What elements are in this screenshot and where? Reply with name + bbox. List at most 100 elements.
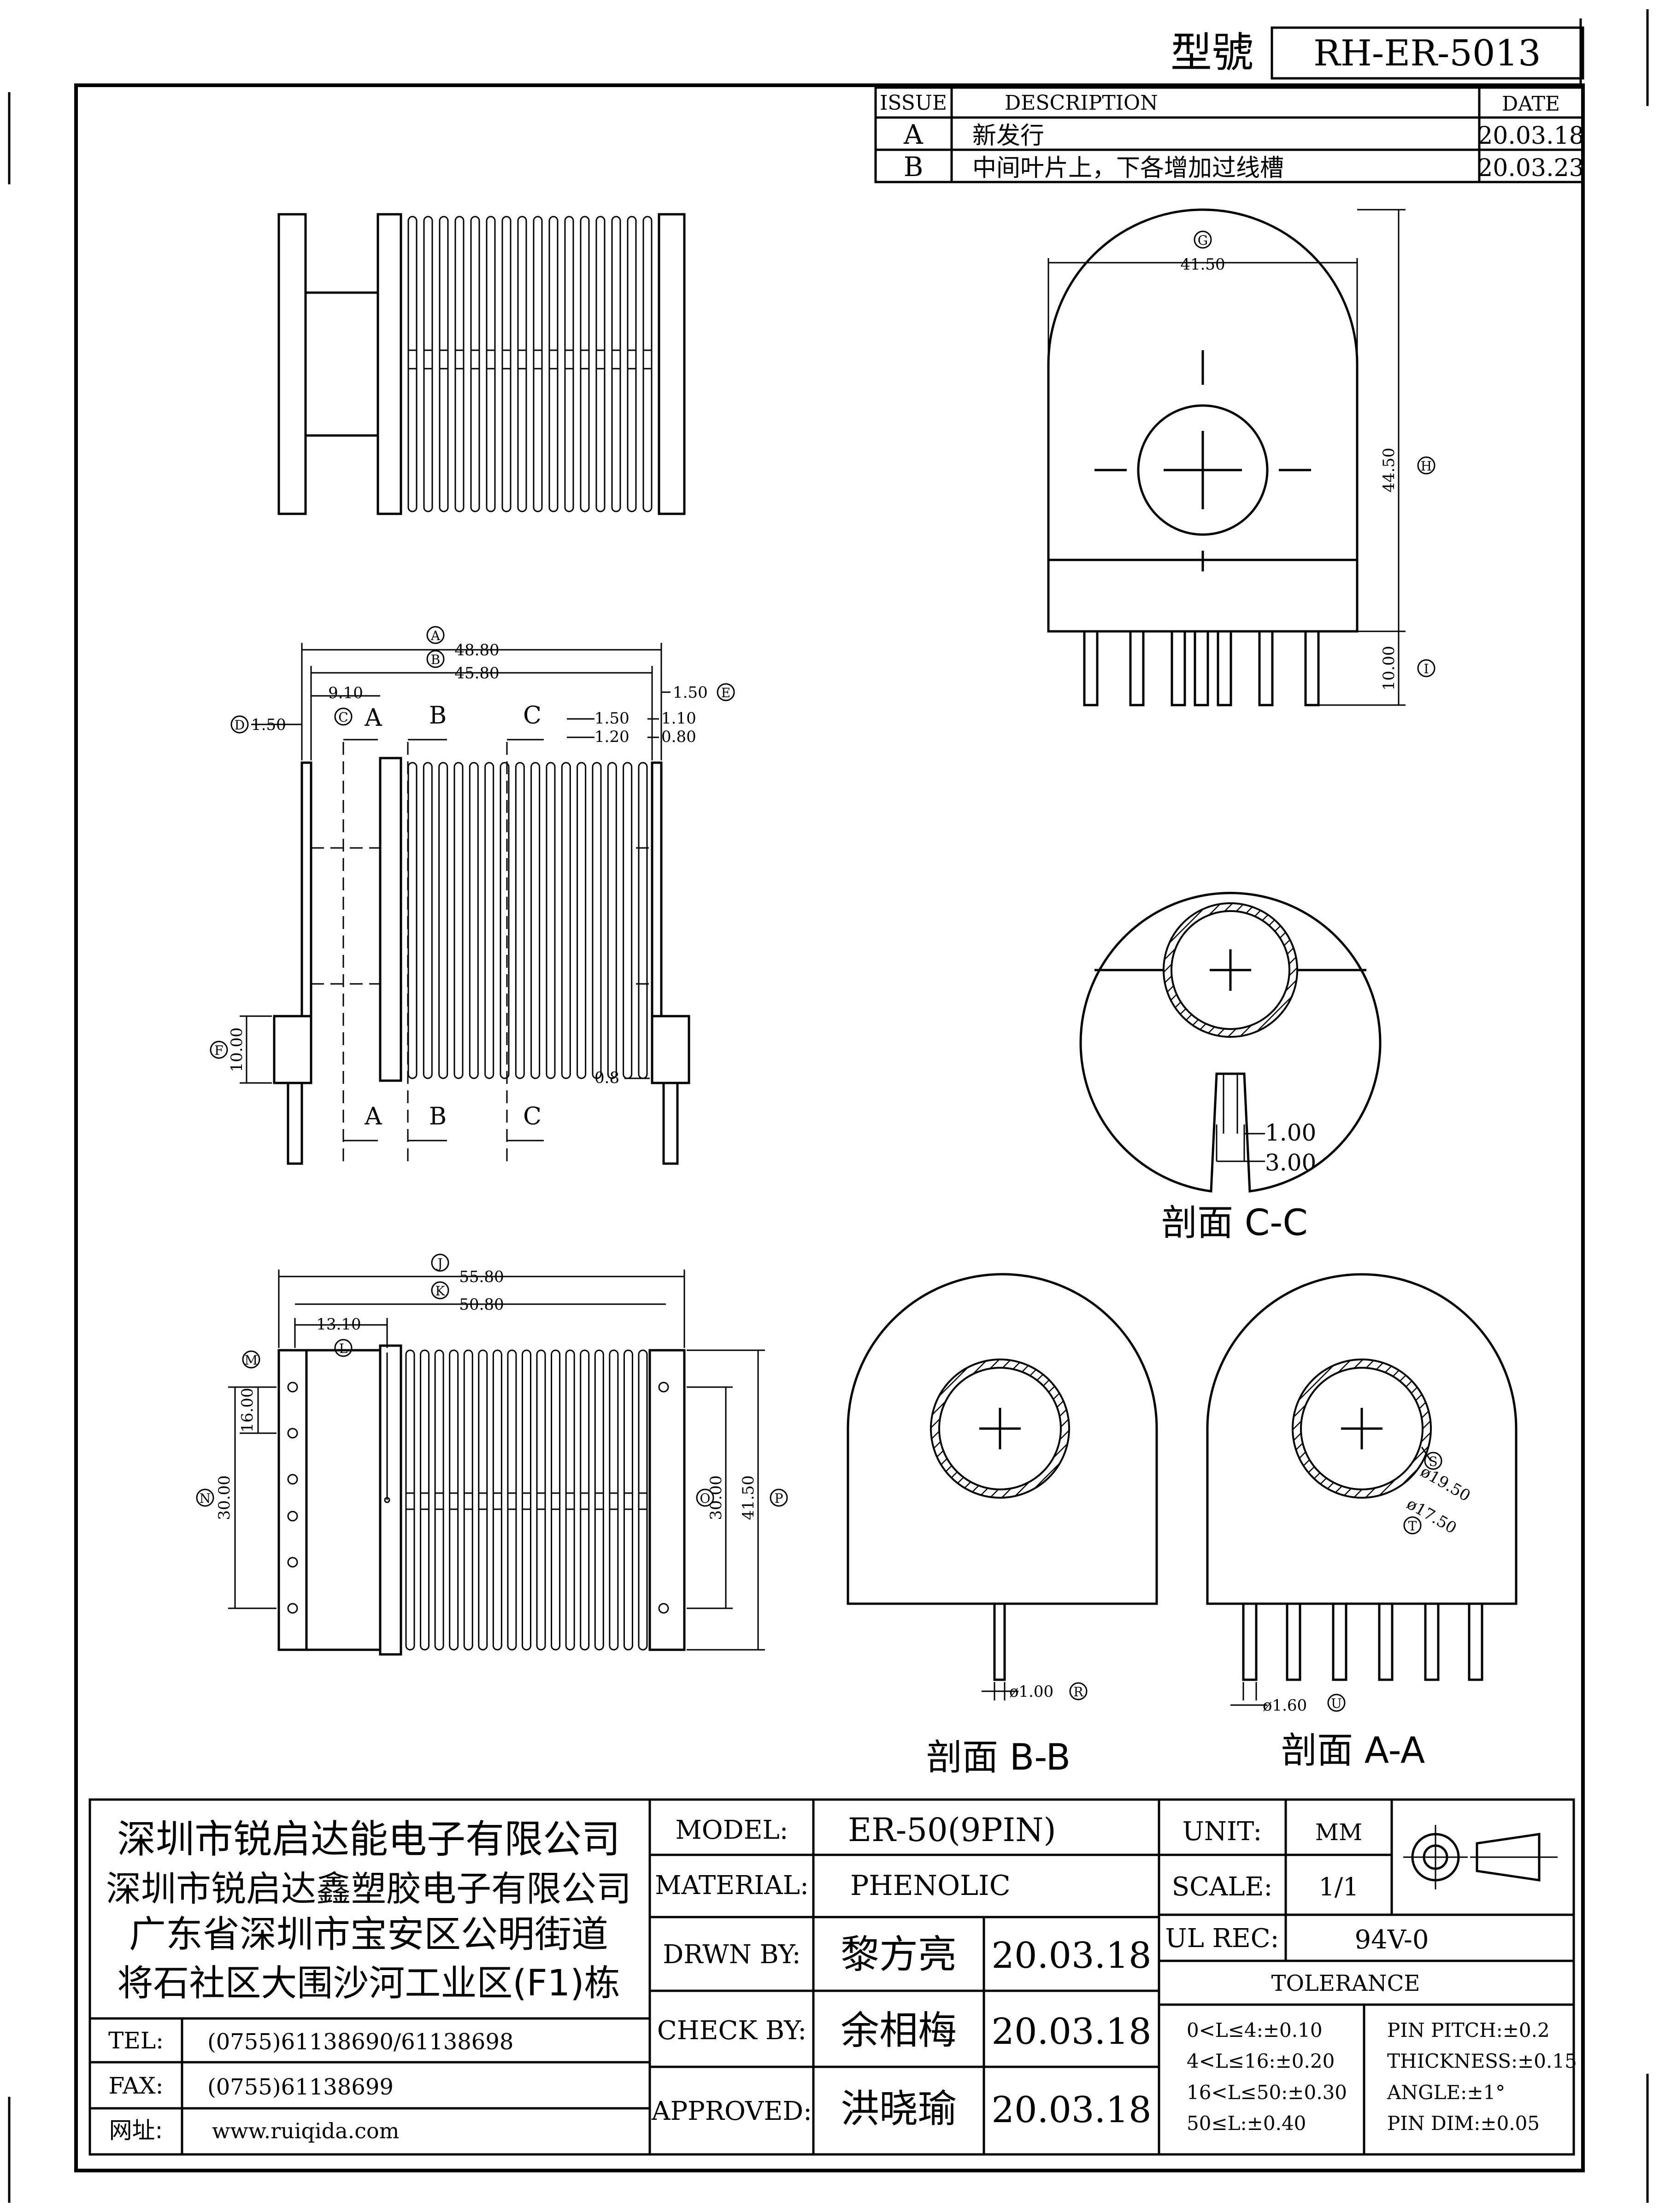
dim-1-10: 1.10 <box>661 709 696 728</box>
section-aa-title: 剖面 A-A <box>1281 1730 1425 1771</box>
dim-0-8: 0.8 <box>594 1069 619 1087</box>
revision-date-a: 20.03.18 <box>1477 122 1584 150</box>
company-line-4: 将石社区大围沙河工业区(F1)栋 <box>117 1963 620 2004</box>
tolerance-title: TOLERANCE <box>1271 1971 1420 1996</box>
bobbin-fin <box>536 1349 546 1651</box>
marker-a: A <box>430 628 441 643</box>
bobbin-fin <box>517 216 527 512</box>
check-by-date: 20.03.18 <box>991 2011 1151 2053</box>
bobbin-fin <box>594 1349 604 1651</box>
model-number-value: RH-ER-5013 <box>1313 33 1541 74</box>
section-mark-a-top: A <box>364 704 382 732</box>
marker-c: C <box>338 710 348 725</box>
drawn-by-date: 20.03.18 <box>991 1935 1151 1977</box>
scale-value: 1/1 <box>1319 1872 1359 1901</box>
bobbin-fin <box>627 216 637 512</box>
drawn-by-name: 黎方亮 <box>841 1932 957 1977</box>
section-mark-b-bottom: B <box>429 1103 447 1130</box>
contact-fax-label: FAX: <box>109 2072 164 2099</box>
dim-a-value: 48.80 <box>454 641 499 659</box>
revision-issue-b: B <box>904 151 924 182</box>
model-value: ER-50(9PIN) <box>848 1811 1056 1849</box>
bobbin-fin <box>565 1349 575 1651</box>
check-by-label: CHECK BY: <box>657 2016 806 2046</box>
bobbin-fin <box>420 1349 430 1651</box>
revision-header-description: DESCRIPTION <box>1005 91 1158 115</box>
bobbin-fin <box>407 216 418 512</box>
bobbin-fin <box>423 216 433 512</box>
drawing-frame <box>8 9 1649 2203</box>
scale-label: SCALE: <box>1172 1872 1273 1902</box>
dim-n-value: 30.00 <box>215 1475 234 1520</box>
drawn-by-label: DRWN BY: <box>663 1940 800 1970</box>
approved-name: 洪晓瑜 <box>841 2086 957 2131</box>
bobbin-fin <box>561 762 571 1079</box>
bobbin-fin <box>501 216 512 512</box>
bobbin-fin <box>484 762 494 1079</box>
dim-0-80: 0.80 <box>661 728 696 746</box>
bobbin-fin <box>500 762 510 1079</box>
revision-desc-a: 新发行 <box>972 122 1044 150</box>
marker-j: J <box>436 1256 442 1271</box>
bobbin-fin <box>454 216 465 512</box>
marker-u: U <box>1331 1696 1342 1711</box>
marker-i: I <box>1424 661 1429 677</box>
section-mark-c-top: C <box>523 702 541 729</box>
tolerance-right-3: ANGLE:±1° <box>1387 2081 1505 2104</box>
bobbin-fin <box>434 1349 444 1651</box>
bobbin-fin <box>486 216 496 512</box>
side-view-fins <box>407 762 648 1079</box>
revision-table: ISSUE DESCRIPTION DATE A 新发行 20.03.18 B … <box>874 86 1584 183</box>
marker-s: S <box>1429 1454 1437 1469</box>
marker-f: F <box>214 1043 223 1058</box>
dim-k-value: 50.80 <box>459 1295 504 1314</box>
section-aa-view: ø1.60 U ø19.50 S ø17.50 T 剖面 A-A <box>1206 1273 1518 1771</box>
bobbin-fin <box>439 216 449 512</box>
section-mark-c-bottom: C <box>523 1103 541 1130</box>
contact-web-label: 网址: <box>109 2117 163 2144</box>
bobbin-fin <box>438 762 448 1079</box>
company-line-3: 广东省深圳市宝安区公明街道 <box>129 1913 608 1956</box>
tolerance-right-1: PIN PITCH:±0.2 <box>1387 2019 1550 2041</box>
approved-date: 20.03.18 <box>991 2089 1151 2131</box>
tolerance-left-1: 0<L≤4:±0.10 <box>1187 2019 1323 2041</box>
bobbin-fin <box>580 1349 590 1651</box>
revision-issue-a: A <box>903 119 924 150</box>
bobbin-fin <box>522 1349 531 1651</box>
section-mark-b-top: B <box>429 702 447 729</box>
dim-h-value: 44.50 <box>1380 447 1398 492</box>
bobbin-fin <box>449 1349 459 1651</box>
bobbin-fin <box>423 762 433 1079</box>
bobbin-fin <box>564 216 574 512</box>
dim-c-value: 9.10 <box>328 684 363 702</box>
bottom-view: J 55.80 K 50.80 13.10 L 16.00 M 30.00 N … <box>196 1253 788 1656</box>
dim-1-20: 1.20 <box>594 728 629 746</box>
bobbin-fin <box>492 1349 502 1651</box>
unit-value: MM <box>1315 1819 1362 1846</box>
bobbin-fin <box>638 1349 648 1651</box>
dim-p-value: 41.50 <box>739 1475 758 1520</box>
section-bb-view: ø1.00 R 剖面 B-B <box>847 1273 1158 1778</box>
marker-o: O <box>700 1491 711 1506</box>
revision-header-date: DATE <box>1502 92 1560 116</box>
revision-desc-b: 中间叶片上，下各增加过线槽 <box>972 154 1284 182</box>
unit-label: UNIT: <box>1182 1817 1262 1847</box>
bobbin-fin <box>609 1349 619 1651</box>
dim-f-value: 10.00 <box>228 1027 246 1072</box>
bobbin-fin <box>453 762 464 1079</box>
bobbin-fin <box>595 216 606 512</box>
check-by-name: 余相梅 <box>841 2008 957 2053</box>
marker-g: G <box>1198 233 1208 248</box>
material-label: MATERIAL: <box>655 1871 809 1900</box>
cc-dim-3-00: 3.00 <box>1265 1149 1316 1176</box>
contact-fax-value: (0755)61138699 <box>207 2074 394 2100</box>
bobbin-fin <box>463 1349 473 1651</box>
bobbin-fin <box>577 762 587 1079</box>
aa-pin-diameter: ø1.60 <box>1263 1696 1307 1715</box>
marker-e: E <box>721 685 730 700</box>
bobbin-fin <box>530 762 541 1079</box>
section-mark-a-bottom: A <box>364 1103 382 1130</box>
dim-j-value: 55.80 <box>459 1268 504 1286</box>
bobbin-fin <box>548 216 559 512</box>
bobbin-fin <box>623 762 633 1079</box>
